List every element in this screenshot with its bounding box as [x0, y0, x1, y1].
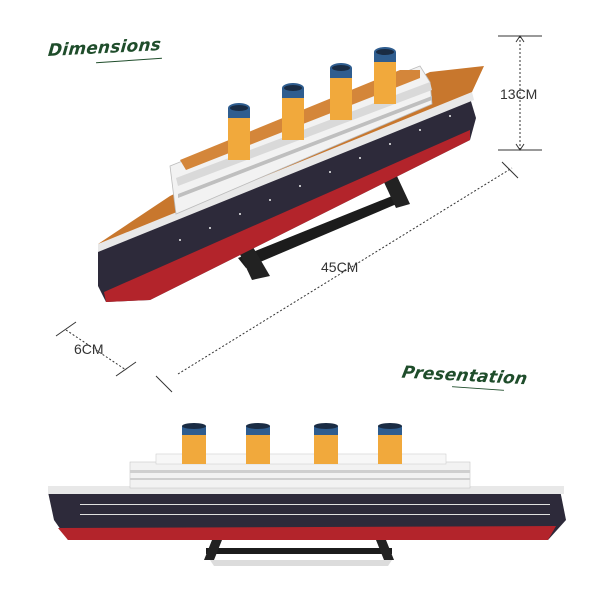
length-label: 45CM	[321, 259, 359, 275]
angled-ship-funnels	[228, 47, 396, 160]
side-ship-stand	[206, 548, 392, 554]
angled-ship-hull	[98, 98, 476, 302]
side-ship-superstructure	[129, 461, 471, 489]
width-label: 6CM	[74, 341, 104, 357]
side-ship-funnels	[182, 423, 402, 464]
angled-ship-stand	[238, 192, 406, 268]
height-label: 13CM	[500, 86, 538, 102]
side-view-ship-model	[48, 423, 566, 566]
angled-ship-model	[98, 47, 484, 302]
dimension-lines	[55, 35, 542, 393]
